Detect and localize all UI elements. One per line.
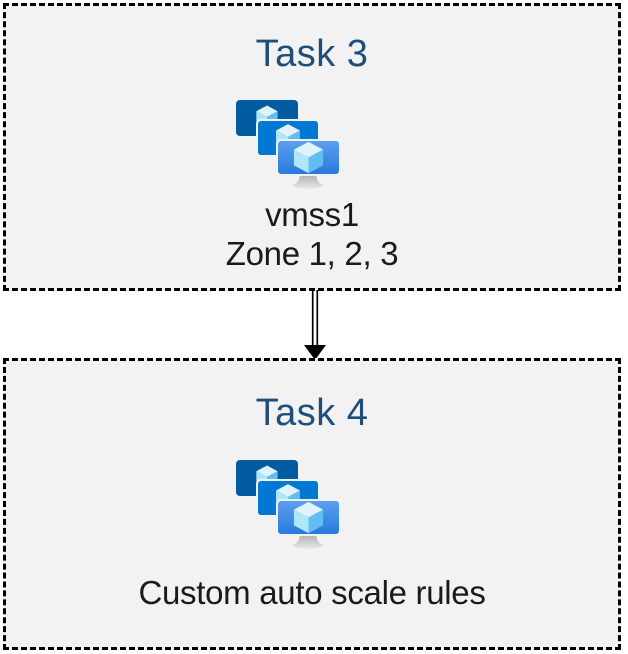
task4-title: Task 4	[255, 392, 369, 434]
vmss-name-label: vmss1	[265, 196, 359, 233]
vm-scale-sets-icon	[236, 460, 340, 550]
zones-label: Zone 1, 2, 3	[225, 235, 399, 272]
task4-caption: Custom auto scale rules	[6, 573, 618, 612]
autoscale-rules-label: Custom auto scale rules	[138, 574, 486, 611]
task3-box: Task 3 vmss1 Zone 1, 2, 3	[3, 3, 621, 291]
task3-title: Task 3	[255, 33, 369, 75]
flow-arrow-icon	[304, 290, 326, 360]
vm-scale-sets-icon	[236, 100, 340, 190]
task3-caption: vmss1 Zone 1, 2, 3	[6, 195, 618, 273]
task4-box: Task 4 Custom auto scale rules	[3, 358, 621, 650]
